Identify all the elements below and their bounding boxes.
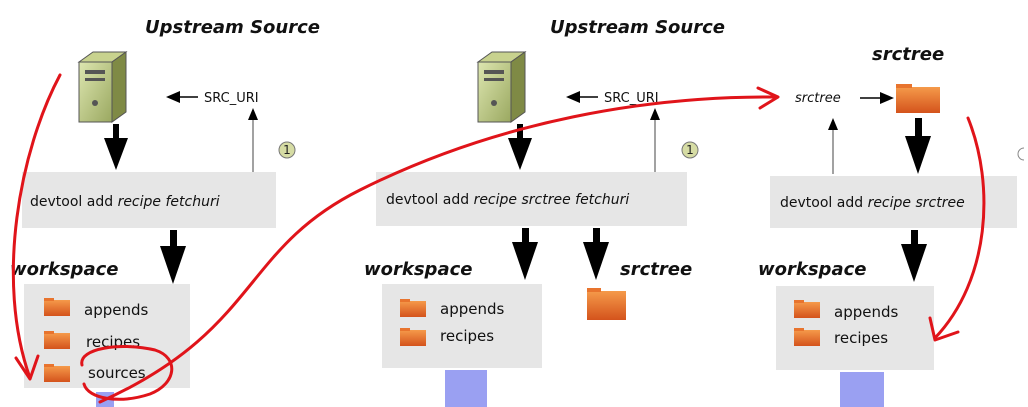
upstream-source-heading: Upstream Source	[550, 17, 725, 38]
srctree-to-command-arrow	[905, 118, 931, 174]
workspace-heading: workspace	[364, 259, 472, 280]
cropped-step-badge	[1017, 147, 1025, 161]
fetch-up-arrow	[828, 118, 838, 174]
command-to-workspace-arrow	[512, 228, 538, 280]
command-box	[376, 172, 687, 226]
srctree-input-arrow	[860, 92, 894, 104]
command-box	[22, 172, 276, 228]
step-badge-1: 1	[278, 141, 296, 159]
red-arrowhead	[756, 86, 780, 110]
command-text: devtool add recipe fetchuri	[30, 194, 220, 210]
red-arrow-upstream-to-sources	[11, 73, 62, 380]
server-to-command-arrow	[104, 124, 128, 170]
command-to-workspace-arrow	[901, 230, 927, 282]
blue-strip	[840, 372, 884, 407]
src-uri-label: SRC_URI	[204, 91, 259, 106]
folder-icon	[44, 364, 70, 382]
red-arrowhead	[14, 354, 40, 381]
server-to-command-arrow	[508, 124, 532, 170]
command-text: devtool add recipe srctree	[780, 195, 965, 211]
command-box	[770, 176, 1017, 228]
workspace-item-appends: appends	[834, 303, 898, 321]
folder-icon	[400, 299, 426, 317]
workspace-heading: workspace	[758, 259, 866, 280]
red-arrowhead	[928, 316, 960, 342]
folder-icon	[794, 300, 820, 318]
blue-strip	[445, 370, 487, 407]
src-uri-arrow	[166, 91, 198, 103]
fetch-up-arrow	[650, 108, 660, 172]
workspace-item-appends: appends	[440, 300, 504, 318]
red-arrow-srctree-to-workspace	[933, 116, 986, 340]
command-to-srctree-arrow	[583, 228, 609, 280]
command-to-workspace-arrow	[160, 230, 186, 284]
panel-1: Upstream Source SRC_URI 1	[10, 17, 320, 407]
red-arrow-sources-to-srctree	[98, 95, 777, 404]
folder-icon	[44, 298, 70, 316]
srctree-heading: srctree	[872, 44, 944, 65]
panel-2: Upstream Source SRC_URI 1 devtool	[364, 17, 725, 407]
server-icon	[476, 51, 527, 123]
workspace-item-recipes: recipes	[834, 329, 888, 347]
srctree-label: srctree	[620, 259, 692, 280]
folder-icon	[794, 328, 820, 346]
srctree-arrow-label: srctree	[795, 91, 841, 106]
workspace-box	[382, 284, 542, 368]
workspace-heading: workspace	[10, 259, 118, 280]
workspace-item-recipes: recipes	[440, 327, 494, 345]
src-uri-label: SRC_URI	[604, 91, 659, 106]
panel-3: srctree srctree devtool add recipe srctr…	[758, 44, 1025, 407]
srctree-folder-icon	[587, 288, 626, 320]
command-text: devtool add recipe srctree fetchuri	[386, 192, 629, 208]
step-badge-1: 1	[681, 141, 699, 159]
red-annotations	[11, 73, 986, 404]
server-icon	[77, 51, 128, 123]
fetch-up-arrow	[248, 108, 258, 172]
svg-text:1: 1	[686, 143, 694, 157]
srctree-folder-icon	[896, 84, 940, 113]
workspace-item-sources: sources	[88, 364, 146, 382]
folder-icon	[400, 328, 426, 346]
folder-icon	[44, 331, 70, 349]
src-uri-arrow	[566, 91, 598, 103]
workspace-item-appends: appends	[84, 301, 148, 319]
svg-text:1: 1	[283, 143, 291, 157]
upstream-source-heading: Upstream Source	[145, 17, 320, 38]
